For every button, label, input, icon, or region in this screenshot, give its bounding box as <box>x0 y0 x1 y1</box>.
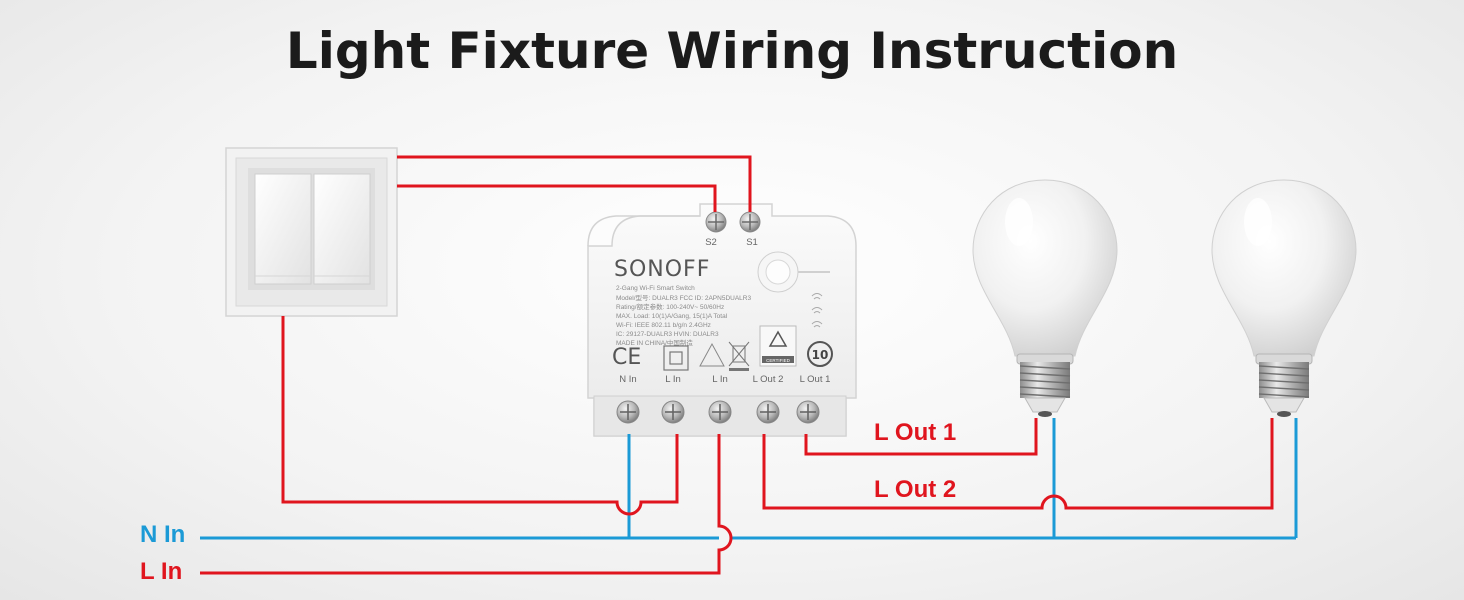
terminal-s2 <box>705 211 727 233</box>
wire-s1 <box>397 155 752 212</box>
ten-year-icon: 10 <box>807 341 833 367</box>
terminal-label-l-out-2: L Out 2 <box>753 374 784 385</box>
light-bulb-icon <box>1211 179 1357 417</box>
label-l-out-2: L Out 2 <box>874 476 956 503</box>
ce-mark-icon: CE <box>612 345 641 370</box>
wire-s2 <box>397 184 717 212</box>
weee-bin-icon <box>728 341 750 371</box>
device-subtitle: 2-Gang Wi-Fi Smart Switch <box>616 285 695 292</box>
wire-l-out-1 <box>804 418 1038 456</box>
terminal-label-l-in-1: L In <box>665 374 681 385</box>
terminal-label-l-in-2: L In <box>712 374 728 385</box>
terminal-label-l-out-1: L Out 1 <box>800 374 831 385</box>
wifi-indicator-icon <box>811 293 823 328</box>
device-spec-line: Rating/额定参数: 100-240V~ 50/60Hz <box>616 302 724 311</box>
light-bulbs <box>972 179 1357 417</box>
indoor-use-icon <box>699 342 725 367</box>
light-bulb-icon <box>972 179 1118 417</box>
double-insulation-icon <box>663 345 689 371</box>
diagram-title: Light Fixture Wiring Instruction <box>285 22 1179 80</box>
bottom-terminal-screws <box>616 400 820 424</box>
label-l-out-1: L Out 1 <box>874 419 956 446</box>
switch-rocker-left <box>254 173 312 285</box>
terminal-label-n-in: N In <box>619 374 636 385</box>
device-spec-line: IC: 29127-DUALR3 HVIN: DUALR3 <box>616 331 719 338</box>
terminal-label-s2: S2 <box>705 237 717 248</box>
label-n-in: N In <box>140 521 185 548</box>
smart-switch-device: S2 S1 SONOFF 2-Gang Wi-Fi Smart Switch M… <box>587 203 857 437</box>
label-l-in: L In <box>140 558 182 585</box>
wire-switch-common <box>281 316 679 516</box>
bottom-terminal-screw <box>756 400 780 424</box>
device-spec-line: MADE IN CHINA/中国制造 <box>616 338 693 347</box>
device-brand: SONOFF <box>614 257 710 282</box>
bottom-terminal-screw <box>708 400 732 424</box>
switch-rocker-right <box>313 173 371 285</box>
wires <box>200 155 1298 575</box>
device-spec-line: MAX. Load: 10(1)A/Gang, 15(1)A Total <box>616 313 728 320</box>
terminal-label-s1: S1 <box>746 237 758 248</box>
ten-mark: 10 <box>812 348 829 362</box>
terminal-s1 <box>739 211 761 233</box>
wall-switch <box>225 147 398 317</box>
device-pair-button-icon <box>757 251 830 293</box>
device-spec-line: Model/型号: DUALR3 FCC ID: 2APN5DUALR3 <box>616 293 751 302</box>
bottom-terminal-screw <box>796 400 820 424</box>
bottom-terminal-screw <box>661 400 685 424</box>
wire-l-in <box>200 434 733 575</box>
wire-l-out-2 <box>762 418 1274 510</box>
bottom-terminal-screw <box>616 400 640 424</box>
certification-badge-icon: CERTIFIED <box>759 325 797 367</box>
certified-text: CERTIFIED <box>766 358 790 363</box>
device-spec-line: Wi-Fi: IEEE 802.11 b/g/n 2.4GHz <box>616 322 711 329</box>
